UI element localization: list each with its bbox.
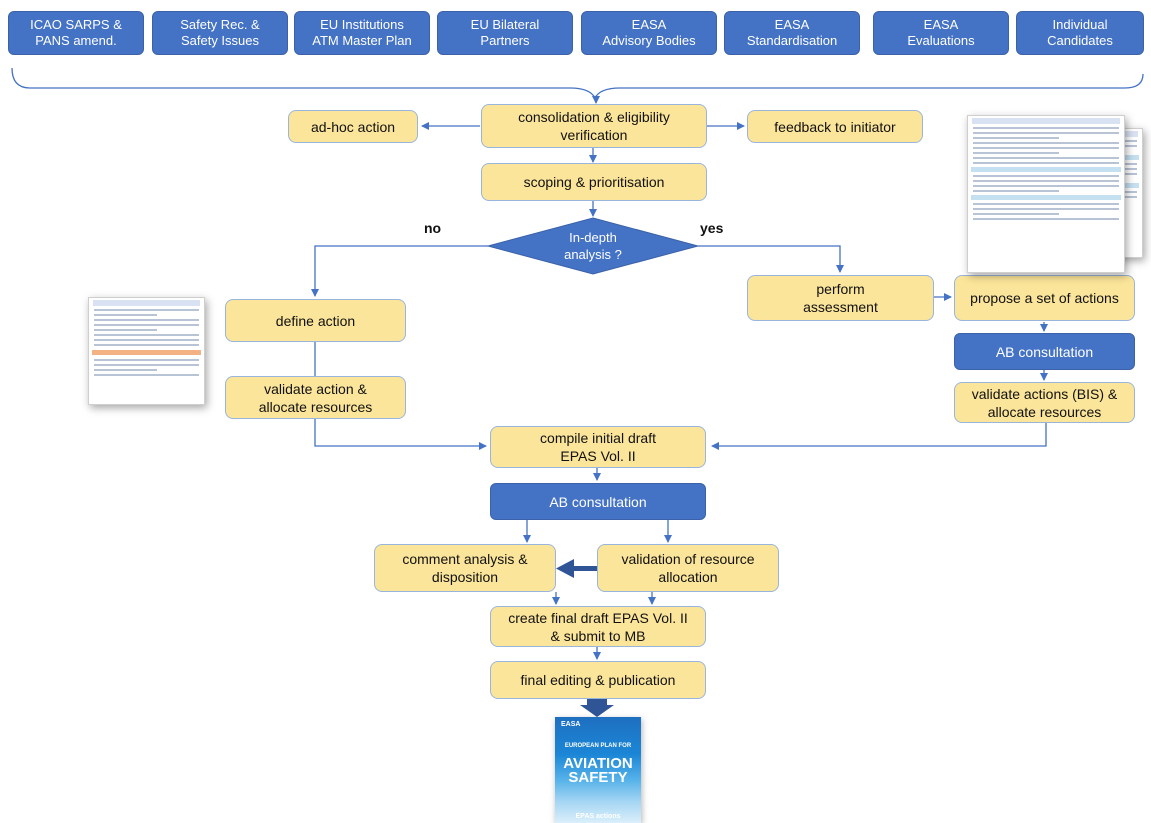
source-line: EASA bbox=[774, 17, 810, 32]
box-label: feedback to initiator bbox=[774, 118, 896, 135]
source-icao: ICAO SARPS & PANS amend. bbox=[8, 11, 144, 55]
source-individual-candidates: Individual Candidates bbox=[1016, 11, 1144, 55]
arrow-yes-branch bbox=[698, 245, 844, 273]
document-thumbnail-right bbox=[967, 115, 1125, 273]
sources-bracket bbox=[11, 67, 1144, 100]
comment-analysis-box: comment analysis & disposition bbox=[374, 544, 556, 592]
box-label: assessment bbox=[803, 299, 878, 315]
create-final-draft-box: create final draft EPAS Vol. II & submit… bbox=[490, 606, 706, 647]
box-label: verification bbox=[560, 127, 628, 143]
box-label: validation of resource bbox=[621, 551, 755, 567]
box-label: & submit to MB bbox=[550, 627, 646, 644]
source-line: EASA bbox=[923, 17, 959, 32]
box-label: allocate resources bbox=[258, 398, 373, 415]
source-line: Individual bbox=[1052, 17, 1108, 32]
source-line: Partners bbox=[480, 33, 530, 48]
source-line: ATM Master Plan bbox=[312, 33, 412, 48]
validate-action-box: validate action & allocate resources bbox=[225, 376, 406, 419]
feedback-box: feedback to initiator bbox=[747, 110, 923, 143]
source-line: EU Bilateral bbox=[470, 17, 540, 32]
decision-diamond bbox=[486, 217, 700, 275]
box-label: propose a set of actions bbox=[970, 290, 1119, 306]
source-line: PANS amend. bbox=[35, 33, 117, 48]
compile-draft-box: compile initial draft EPAS Vol. II bbox=[490, 426, 706, 468]
box-label: allocate resources bbox=[987, 403, 1102, 420]
source-line: Standardisation bbox=[746, 33, 838, 48]
source-line: Candidates bbox=[1047, 33, 1113, 48]
propose-actions-box: propose a set of actions bbox=[954, 275, 1135, 321]
arrow-left-to-compile bbox=[314, 419, 487, 450]
box-label: disposition bbox=[431, 569, 499, 585]
box-label: scoping & prioritisation bbox=[523, 174, 665, 190]
source-line: Advisory Bodies bbox=[602, 33, 696, 48]
source-line: Safety Issues bbox=[180, 33, 260, 48]
source-line: EU Institutions bbox=[320, 17, 404, 32]
validate-bis-box: validate actions (BIS) & allocate resour… bbox=[954, 382, 1135, 423]
arrow-right-to-compile bbox=[711, 423, 1047, 450]
box-label: create final draft EPAS Vol. II bbox=[508, 609, 688, 626]
box-label: validate action & bbox=[264, 380, 367, 397]
box-label: allocation bbox=[658, 569, 718, 585]
decision-line: analysis ? bbox=[564, 247, 622, 262]
consolidation-box: consolidation & eligibility verification bbox=[481, 104, 707, 148]
cover-subtitle: EPAS actions bbox=[575, 813, 621, 820]
define-action-box: define action bbox=[225, 299, 406, 342]
source-easa-advisory: EASA Advisory Bodies bbox=[581, 11, 717, 55]
cover-title-top: EUROPEAN PLAN FOR bbox=[564, 743, 632, 749]
box-label: ad-hoc action bbox=[310, 118, 396, 135]
box-label: consolidation & eligibility bbox=[518, 109, 670, 125]
perform-assessment-box: perform assessment bbox=[747, 275, 934, 321]
source-eu-bilateral: EU Bilateral Partners bbox=[437, 11, 573, 55]
arrow-no-branch bbox=[311, 245, 488, 297]
yes-label: yes bbox=[700, 220, 724, 236]
decision-label: In-depth analysis ? bbox=[520, 228, 666, 264]
publication-cover: EASA EUROPEAN PLAN FOR AVIATION SAFETY E… bbox=[555, 717, 641, 823]
source-easa-evaluations: EASA Evaluations bbox=[873, 11, 1009, 55]
box-label: EPAS Vol. II bbox=[560, 448, 636, 464]
cover-title-2: SAFETY bbox=[568, 769, 628, 786]
box-label: comment analysis & bbox=[402, 551, 528, 567]
source-easa-standardisation: EASA Standardisation bbox=[724, 11, 860, 55]
source-line: Evaluations bbox=[907, 33, 975, 48]
source-safety-rec: Safety Rec. & Safety Issues bbox=[152, 11, 288, 55]
arrow-to-publication bbox=[580, 699, 614, 717]
ab-consultation-center: AB consultation bbox=[490, 483, 706, 520]
validation-resource-box: validation of resource allocation bbox=[597, 544, 779, 592]
cover-logo: EASA bbox=[561, 721, 581, 728]
box-label: compile initial draft bbox=[540, 430, 656, 446]
source-line: EASA bbox=[631, 17, 667, 32]
final-editing-box: final editing & publication bbox=[490, 661, 706, 699]
cover-title-1: AVIATION bbox=[563, 755, 633, 772]
box-label: AB consultation bbox=[995, 343, 1094, 360]
adhoc-action-box: ad-hoc action bbox=[288, 110, 418, 143]
decision-line: In-depth bbox=[569, 230, 617, 245]
source-line: Safety Rec. & bbox=[180, 17, 260, 32]
ab-consultation-right: AB consultation bbox=[954, 333, 1135, 370]
no-label: no bbox=[424, 220, 442, 236]
source-line: ICAO SARPS & bbox=[30, 17, 122, 32]
scoping-box: scoping & prioritisation bbox=[481, 163, 707, 201]
source-eu-institutions: EU Institutions ATM Master Plan bbox=[294, 11, 430, 55]
box-label: AB consultation bbox=[549, 493, 647, 510]
box-label: perform bbox=[816, 281, 865, 297]
document-thumbnail-left bbox=[88, 297, 205, 405]
box-label: validate actions (BIS) & bbox=[971, 385, 1118, 402]
box-label: define action bbox=[275, 312, 356, 329]
box-label: final editing & publication bbox=[520, 672, 676, 688]
